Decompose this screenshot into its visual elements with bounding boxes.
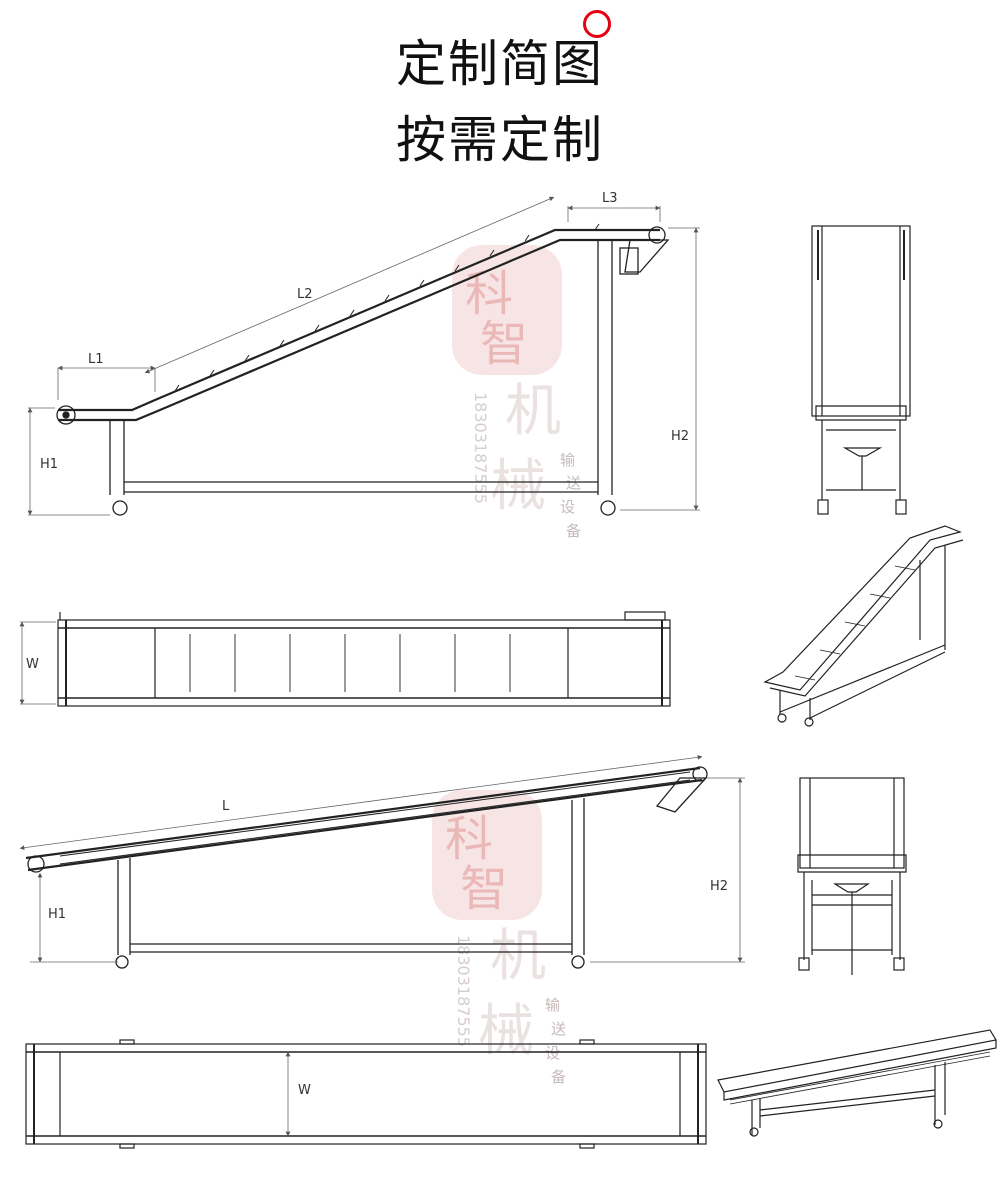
drawing-incline-end bbox=[797, 777, 907, 975]
watermark-char-3b: 机 bbox=[490, 924, 546, 989]
dim-label-w-top1: W bbox=[26, 657, 39, 672]
isometric-incline-conveyor bbox=[717, 1029, 997, 1137]
drawing-top-view-2: W bbox=[25, 1039, 707, 1149]
wheel-left bbox=[112, 500, 128, 516]
watermark-small-4: 备 bbox=[566, 522, 581, 540]
watermark-phone-b: 18303187555 bbox=[454, 935, 473, 1047]
incline-belt-lower bbox=[27, 778, 703, 872]
watermark: 科 智 机 械 18303187555 输 送 设 备 科 智 机 械 1830… bbox=[432, 245, 581, 1086]
drive-roller-left bbox=[56, 405, 76, 425]
watermark-small-2b: 送 bbox=[551, 1020, 566, 1038]
wheel-right bbox=[600, 500, 616, 516]
dim-label-l3: L3 bbox=[602, 191, 618, 206]
watermark-phone: 18303187555 bbox=[471, 392, 490, 504]
top-view-2-frame bbox=[25, 1043, 707, 1145]
watermark-small-3b: 设 bbox=[545, 1044, 560, 1062]
cross-beam bbox=[124, 481, 598, 493]
watermark-char-1: 科 bbox=[465, 266, 513, 322]
dim-label-l1: L1 bbox=[88, 352, 104, 367]
cleat-lines bbox=[189, 634, 511, 692]
dim-label-h1: H1 bbox=[40, 457, 58, 472]
watermark-small-4b: 备 bbox=[551, 1068, 566, 1086]
watermark-char-2: 智 bbox=[480, 316, 528, 372]
title-line-2: 按需定制 bbox=[396, 111, 604, 169]
motor-box bbox=[619, 247, 639, 275]
roller-hub-left bbox=[62, 411, 70, 419]
watermark-small-2: 送 bbox=[566, 474, 581, 492]
dim-label-w-top2: W bbox=[298, 1083, 311, 1098]
red-circle-decoration bbox=[583, 10, 611, 38]
dim-label-l2: L2 bbox=[297, 287, 313, 302]
dim-label-h1-b: H1 bbox=[48, 907, 66, 922]
incline-end-belt bbox=[799, 777, 905, 869]
iso2-belt bbox=[717, 1029, 997, 1093]
incline-belt-upper bbox=[25, 766, 701, 860]
drawing-z-conveyor-end bbox=[811, 225, 911, 515]
watermark-small-1b: 输 bbox=[545, 996, 560, 1014]
iso1-belt bbox=[763, 525, 962, 691]
leg-right bbox=[597, 240, 613, 495]
belt-lower-line bbox=[58, 238, 660, 422]
drive-roller-right bbox=[648, 226, 666, 244]
isometric-z-conveyor bbox=[763, 525, 964, 727]
watermark-small-3: 设 bbox=[560, 498, 575, 516]
watermark-char-4b: 械 bbox=[478, 999, 534, 1064]
end-view-belt bbox=[811, 225, 911, 417]
belt-upper-line bbox=[58, 228, 660, 412]
incline-roller-left bbox=[27, 855, 45, 873]
drawing-top-view-1: W bbox=[19, 611, 671, 707]
watermark-char-3: 机 bbox=[505, 379, 561, 444]
watermark-small-1: 输 bbox=[560, 451, 575, 469]
leg-left bbox=[109, 420, 125, 495]
dimension-lines bbox=[27, 196, 700, 516]
title-line-1: 定制简图 bbox=[396, 35, 604, 93]
top-view-frame bbox=[57, 619, 671, 707]
watermark-char-1b: 科 bbox=[445, 811, 493, 867]
drawing-z-conveyor-side: L1 L2 L3 H1 H2 bbox=[27, 191, 700, 516]
motor-bracket bbox=[624, 239, 670, 273]
drawing-incline-side: L H1 H2 bbox=[19, 754, 745, 969]
dim-label-h2: H2 bbox=[671, 429, 689, 444]
watermark-char-2b: 智 bbox=[460, 861, 508, 917]
dim-label-h2-b: H2 bbox=[710, 879, 728, 894]
watermark-char-4: 械 bbox=[490, 454, 546, 519]
dim-label-l: L bbox=[222, 799, 230, 814]
